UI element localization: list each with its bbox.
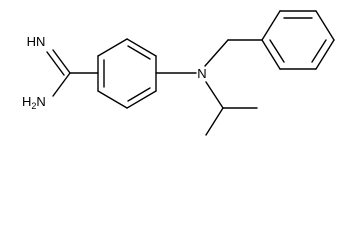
aryl-ring: [97, 38, 157, 109]
amine-label: H2N: [22, 94, 46, 111]
isopropyl-group: [205, 81, 258, 136]
amine-h: H: [22, 94, 31, 109]
amine-subscript: 2: [31, 101, 36, 111]
chemical-structure: HN H2N N: [22, 10, 335, 136]
amine-n: N: [36, 94, 45, 109]
benzyl-arm: [204, 39, 263, 67]
imine-label: HN: [27, 34, 46, 49]
phenyl-ring: [261, 10, 335, 70]
amine-nh2-text: H2N: [22, 94, 46, 111]
imine-nh-text: HN: [27, 34, 46, 49]
nitrogen-label: N: [197, 66, 206, 81]
nitrogen-n-text: N: [197, 66, 206, 81]
amidine-group: [46, 49, 99, 97]
